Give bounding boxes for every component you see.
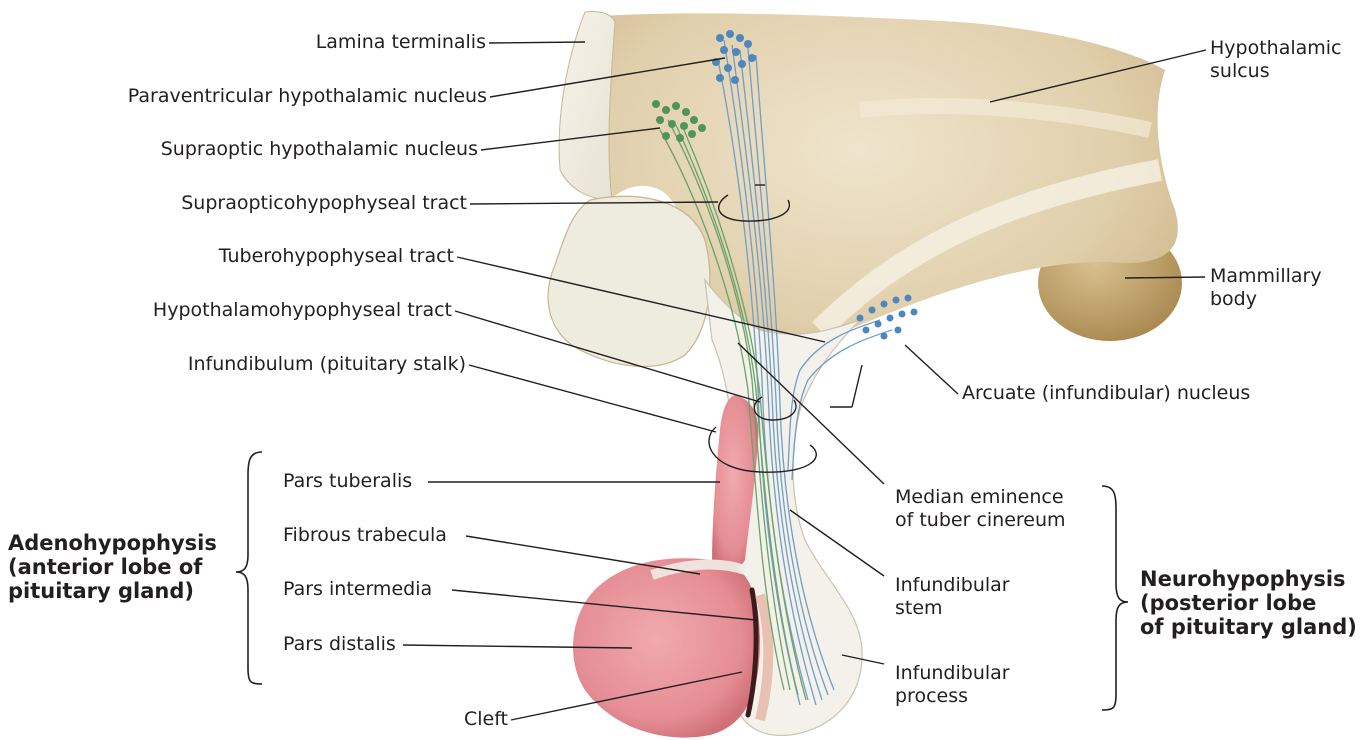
label-hypothalamohypophyseal-tract: Hypothalamohypophyseal tract (110, 299, 452, 322)
label-median-eminence-line2: of tuber cinereum (895, 509, 1066, 532)
label-neurohypophysis-line1: Neurohypophysis (1140, 567, 1357, 591)
label-adenohypophysis-line1: Adenohypophysis (8, 531, 217, 555)
label-median-eminence: Median eminence of tuber cinereum (895, 486, 1066, 532)
label-infundibular-stem-line2: stem (895, 597, 1010, 620)
optic-chiasm-shape (548, 196, 710, 366)
label-arcuate-nucleus: Arcuate (infundibular) nucleus (962, 382, 1250, 405)
label-adenohypophysis-line3: pituitary gland) (8, 579, 217, 603)
label-infundibular-process-line2: process (895, 685, 1010, 708)
label-neurohypophysis-line2: (posterior lobe (1140, 591, 1357, 615)
label-infundibular-stem-line1: Infundibular (895, 574, 1010, 597)
label-adenohypophysis-line2: (anterior lobe of (8, 555, 217, 579)
label-neurohypophysis-line3: of pituitary gland) (1140, 615, 1357, 639)
label-fibrous-trabecula: Fibrous trabecula (283, 524, 447, 547)
label-adenohypophysis: Adenohypophysis (anterior lobe of pituit… (8, 531, 217, 603)
label-mammillary-body-line2: body (1210, 288, 1322, 311)
label-mammillary-body: Mammillary body (1210, 265, 1322, 311)
label-hypothalamic-sulcus-line1: Hypothalamic (1210, 37, 1342, 60)
label-neurohypophysis: Neurohypophysis (posterior lobe of pitui… (1140, 567, 1357, 639)
label-tuberohypophyseal-tract: Tuberohypophyseal tract (190, 245, 454, 268)
label-lamina-terminalis: Lamina terminalis (300, 31, 486, 54)
label-paraventricular-nucleus: Paraventricular hypothalamic nucleus (100, 85, 487, 108)
lamina-cut-surface (559, 11, 615, 200)
label-pars-tuberalis: Pars tuberalis (283, 470, 412, 493)
label-cleft: Cleft (420, 708, 508, 731)
label-hypothalamic-sulcus-line2: sulcus (1210, 60, 1342, 83)
label-median-eminence-line1: Median eminence (895, 486, 1066, 509)
label-infundibular-process: Infundibular process (895, 662, 1010, 708)
label-mammillary-body-line1: Mammillary (1210, 265, 1322, 288)
label-pars-distalis: Pars distalis (283, 633, 396, 656)
label-pars-intermedia: Pars intermedia (283, 578, 432, 601)
label-supraoptic-nucleus: Supraoptic hypothalamic nucleus (130, 138, 478, 161)
label-hypothalamic-sulcus: Hypothalamic sulcus (1210, 37, 1342, 83)
label-infundibular-process-line1: Infundibular (895, 662, 1010, 685)
label-infundibular-stem: Infundibular stem (895, 574, 1010, 620)
label-infundibulum: Infundibulum (pituitary stalk) (160, 353, 466, 376)
label-supraopticohypophyseal-tract: Supraopticohypophyseal tract (150, 192, 467, 215)
